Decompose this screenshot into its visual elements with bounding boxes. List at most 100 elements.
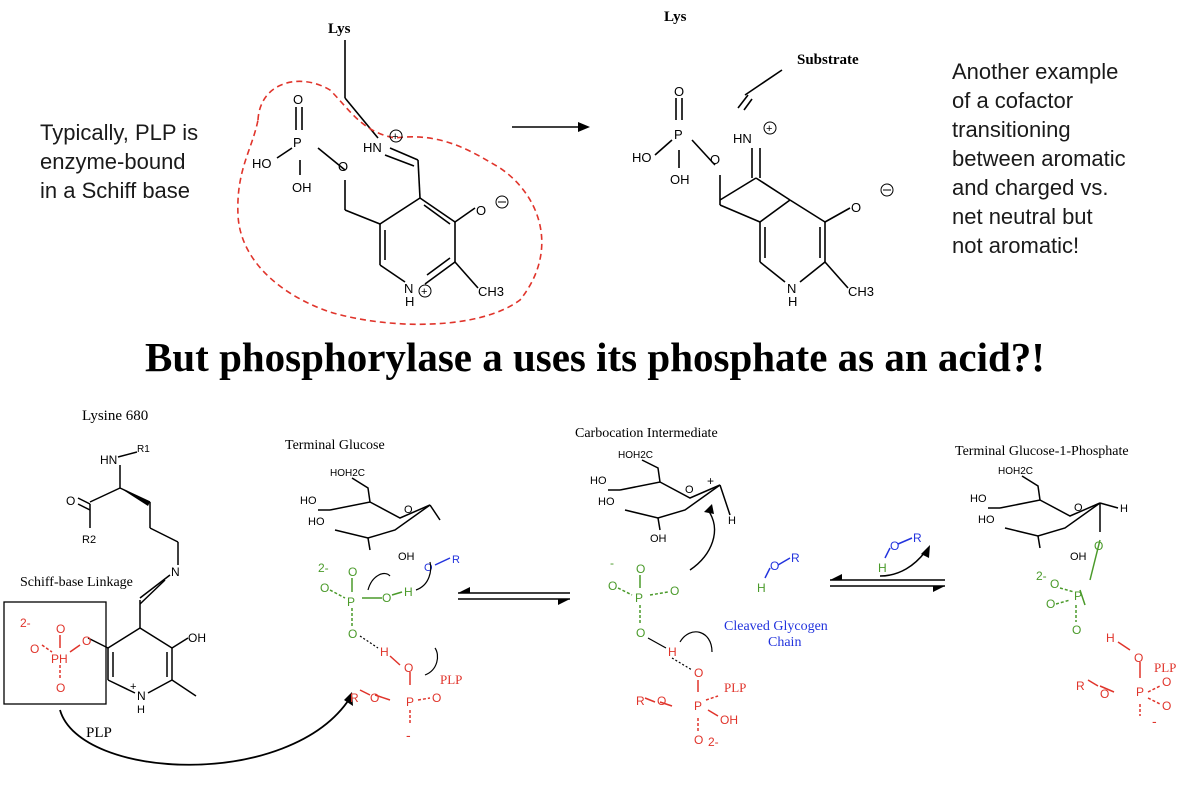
atom-label: 2- (318, 561, 329, 575)
atom-label: O (670, 584, 679, 598)
atom-label: HOH2C (330, 468, 365, 479)
atom-label: O (320, 581, 329, 595)
plus-charge-icon (763, 121, 777, 135)
atom-label: HN (733, 131, 752, 146)
product-label: Terminal Glucose-1-Phosphate (955, 444, 1129, 459)
atom-label: HO (978, 514, 995, 526)
atom-label: O (82, 634, 91, 648)
atom-label: O (1050, 577, 1059, 591)
atom-label: H (1106, 631, 1115, 645)
atom-label: O (694, 733, 703, 747)
right-note-line: net neutral but (952, 204, 1093, 229)
phosphate-box (3, 601, 107, 705)
atom-label: P (674, 127, 683, 142)
lys-label-right: Lys (664, 9, 687, 25)
atom-label: H (1120, 503, 1128, 515)
atom-label: O (685, 484, 694, 496)
atom-label: P (635, 591, 643, 605)
plp-label-small: PLP (724, 680, 746, 695)
atom-label: HN (100, 453, 117, 467)
carbocation-label: Carbocation Intermediate (575, 426, 718, 441)
atom-label: O (382, 591, 391, 605)
atom-label: O (56, 622, 65, 636)
schiff-base-highlight (237, 80, 543, 326)
atom-label: O (636, 562, 645, 576)
left-note-line: in a Schiff base (40, 178, 191, 203)
plp-label: PLP (86, 725, 112, 741)
atom-label: CH3 (848, 284, 874, 299)
atom-label: O (1134, 651, 1143, 665)
atom-label: O (348, 627, 357, 641)
atom-label: O (404, 661, 413, 675)
atom-label: HOH2C (998, 466, 1033, 477)
atom-label: O (30, 642, 39, 656)
atom-label: R (636, 694, 645, 708)
atom-label: 2- (708, 735, 719, 749)
right-note-line: and charged vs. (952, 175, 1109, 200)
atom-label: HO (308, 516, 325, 528)
left-note: Typically, PLP is enzyme-bound in a Schi… (40, 118, 198, 205)
atom-label: O (66, 494, 75, 508)
left-note-line: enzyme-bound (40, 149, 186, 174)
right-note-line: not aromatic! (952, 233, 1080, 258)
atom-label: OH (398, 551, 415, 563)
atom-label: H (137, 704, 145, 716)
atom-label: HO (252, 156, 272, 171)
plp-label-small: PLP (1154, 660, 1176, 675)
atom-label: O (338, 159, 348, 174)
atom-label: P (406, 695, 414, 709)
atom-label: HN (363, 140, 382, 155)
atom-label: O (1162, 699, 1171, 713)
right-note-line: of a cofactor (952, 88, 1074, 113)
atom-label: HO (970, 493, 987, 505)
lysine-680-label: Lysine 680 (82, 408, 148, 424)
atom-label: O (890, 539, 899, 553)
atom-label: O (710, 152, 720, 167)
atom-label: - (1152, 713, 1157, 729)
atom-label: - (406, 727, 411, 743)
cleaved-chain-label: Chain (768, 635, 801, 650)
atom-label: O (694, 666, 703, 680)
plus-charge-icon (389, 129, 403, 143)
atom-label: O (1074, 502, 1083, 514)
atom-label: H (405, 294, 414, 309)
right-note-line: Another example (952, 59, 1119, 84)
atom-label: OH (188, 631, 206, 645)
atom-label: R1 (137, 444, 150, 455)
svg-text:+: + (766, 123, 772, 135)
atom-label: P (293, 135, 302, 150)
svg-text:+: + (392, 131, 398, 143)
atom-label: HO (300, 495, 317, 507)
atom-label: R (350, 691, 359, 705)
atom-label: O (636, 626, 645, 640)
atom-label: R (791, 551, 800, 565)
atom-label: O (476, 203, 486, 218)
plus-charge-icon (418, 284, 432, 298)
atom-label: O (657, 694, 666, 708)
right-note-line: transitioning (952, 117, 1071, 142)
atom-label: O (56, 681, 65, 695)
terminal-glucose-label: Terminal Glucose (285, 438, 385, 453)
slide-headline: But phosphorylase a uses its phosphate a… (145, 334, 1045, 380)
atom-label: O (370, 691, 379, 705)
atom-label: R (913, 531, 922, 545)
atom-label: H (728, 515, 736, 527)
minus-charge-icon (495, 195, 509, 209)
atom-label: CH3 (478, 284, 504, 299)
bottom-scheme: Lysine 680 HN (3, 408, 1176, 766)
atom-label: O (1046, 597, 1055, 611)
left-note-line: Typically, PLP is (40, 120, 199, 145)
atom-label: PH (51, 652, 68, 666)
atom-label: P (1136, 685, 1144, 699)
atom-label: H (404, 585, 413, 599)
atom-label: - (610, 556, 614, 570)
atom-label: O (1162, 675, 1171, 689)
lys-label-left: Lys (328, 21, 351, 37)
atom-label: O (770, 559, 779, 573)
minus-charge-icon (880, 183, 894, 197)
atom-label: R (1076, 679, 1085, 693)
atom-label: N (137, 689, 146, 703)
atom-label: H (668, 645, 677, 659)
atom-label: O (1100, 687, 1109, 701)
